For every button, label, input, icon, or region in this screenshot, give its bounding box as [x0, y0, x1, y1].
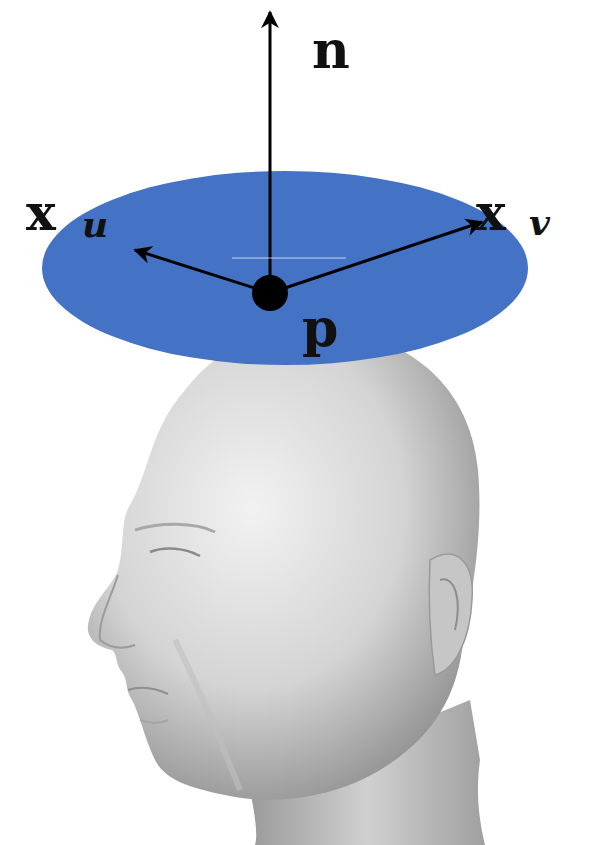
tangent-vector — [135, 250, 270, 293]
normal-vector — [269, 12, 272, 293]
plane-mark — [232, 258, 346, 259]
head — [88, 330, 485, 845]
subscript: u — [82, 206, 108, 242]
vector-label: x — [26, 188, 56, 238]
point-dot — [252, 275, 288, 311]
vector-label: n — [312, 24, 350, 76]
tangent-plane — [42, 171, 528, 365]
point-label: p — [302, 302, 338, 354]
vector-label: x — [476, 188, 506, 238]
subscript: v — [529, 204, 550, 240]
